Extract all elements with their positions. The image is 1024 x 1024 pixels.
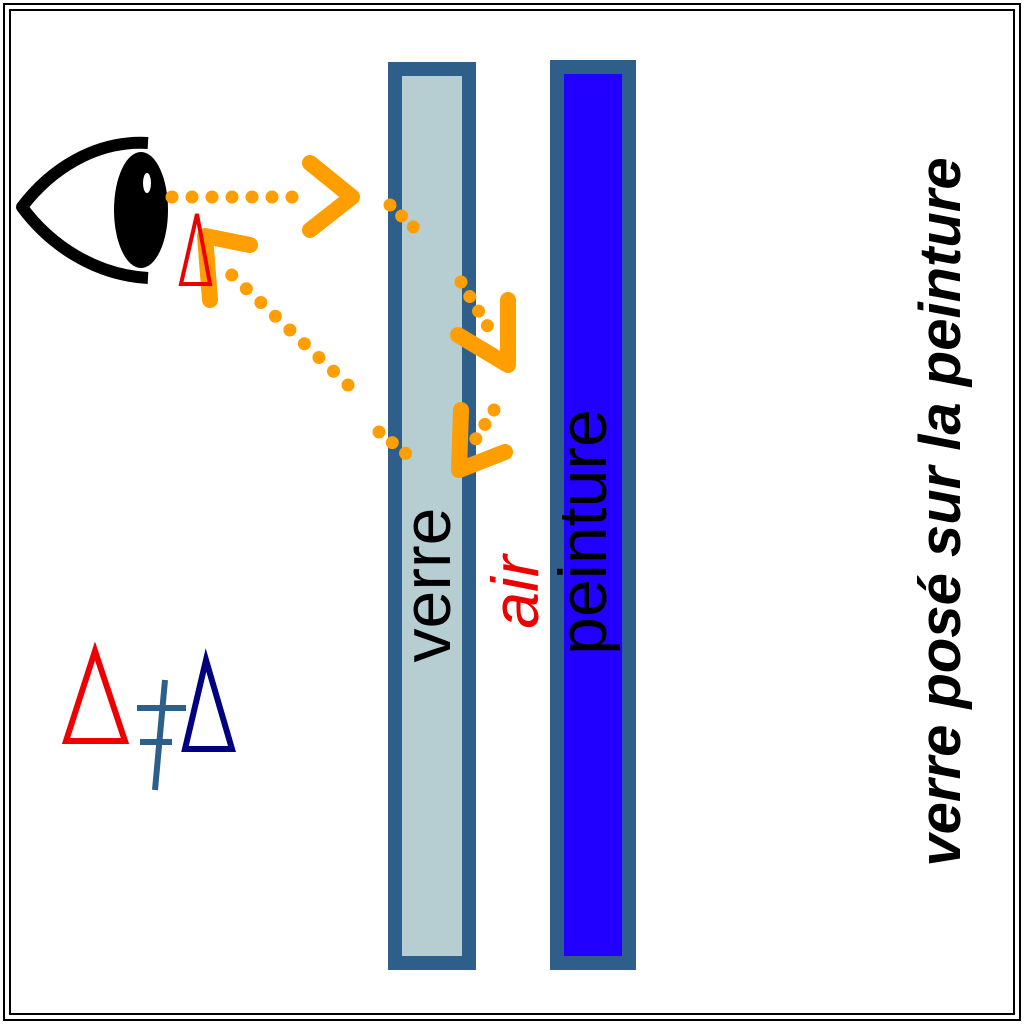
- ray-in-air-down: [454, 275, 503, 347]
- diagram-title: verre posé sur la peinture: [908, 157, 973, 866]
- eye-icon: [16, 136, 168, 284]
- outer-border: [3, 3, 1021, 1021]
- incident-arrowhead: [302, 155, 360, 238]
- ray-in-air-up: [463, 403, 501, 455]
- glass-label: verre: [389, 508, 465, 663]
- delta-blue-icon: [181, 648, 237, 752]
- not-equal-icon: [137, 679, 186, 791]
- air-label: air: [478, 552, 552, 628]
- ray-in-glass: [383, 198, 430, 243]
- delta-not-equal-delta: [61, 641, 237, 791]
- inner-border: [9, 9, 1015, 1015]
- reflected-ray: [211, 255, 355, 392]
- paint-label: peinture: [545, 409, 621, 655]
- delta-red-small-icon: [178, 213, 213, 286]
- delta-red-icon: [61, 641, 130, 744]
- ray-in-glass-return: [372, 425, 421, 467]
- down-arrowhead: [450, 292, 516, 373]
- paint-layer: [550, 60, 636, 970]
- up-arrowhead: [451, 402, 513, 478]
- light-rays: [165, 155, 516, 478]
